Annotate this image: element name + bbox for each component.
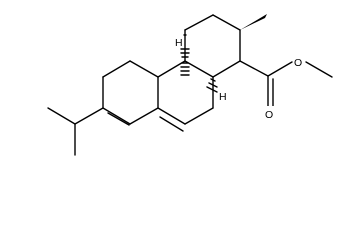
bond xyxy=(157,60,186,78)
wedge-bond xyxy=(240,14,267,30)
bond xyxy=(184,107,214,125)
bond xyxy=(129,107,159,125)
bond xyxy=(47,107,76,125)
hash xyxy=(210,78,216,82)
molecule-drawing: H H O O xyxy=(47,14,333,156)
atom-label-o: O xyxy=(265,109,273,121)
double-bond-inner xyxy=(107,112,130,126)
bond xyxy=(102,107,131,125)
hash xyxy=(208,82,218,88)
atom-labels: H H O O xyxy=(174,36,304,121)
structure-diagram: H H O O xyxy=(47,14,333,156)
bond xyxy=(267,61,293,77)
bond xyxy=(184,60,214,78)
atom-label-h: H xyxy=(175,37,183,49)
isopropyl-group xyxy=(47,107,104,156)
bond xyxy=(102,60,131,78)
bond xyxy=(212,60,241,78)
hashed-bond-methyl xyxy=(180,62,190,76)
bond xyxy=(239,60,269,77)
hash xyxy=(206,86,218,93)
bond xyxy=(129,60,159,78)
hashed-bond-upper-h-main xyxy=(180,48,190,58)
bond xyxy=(74,107,104,125)
atom-label-h: H xyxy=(219,91,227,103)
atom-label-o: O xyxy=(294,57,302,69)
bond xyxy=(157,107,186,125)
ring-bonds xyxy=(102,14,241,132)
bond xyxy=(305,61,333,78)
bond xyxy=(184,14,214,31)
bond xyxy=(212,14,241,31)
double-bond-inner xyxy=(159,116,184,132)
ester-group xyxy=(239,60,333,107)
hashed-bond-lower-h xyxy=(206,78,218,93)
